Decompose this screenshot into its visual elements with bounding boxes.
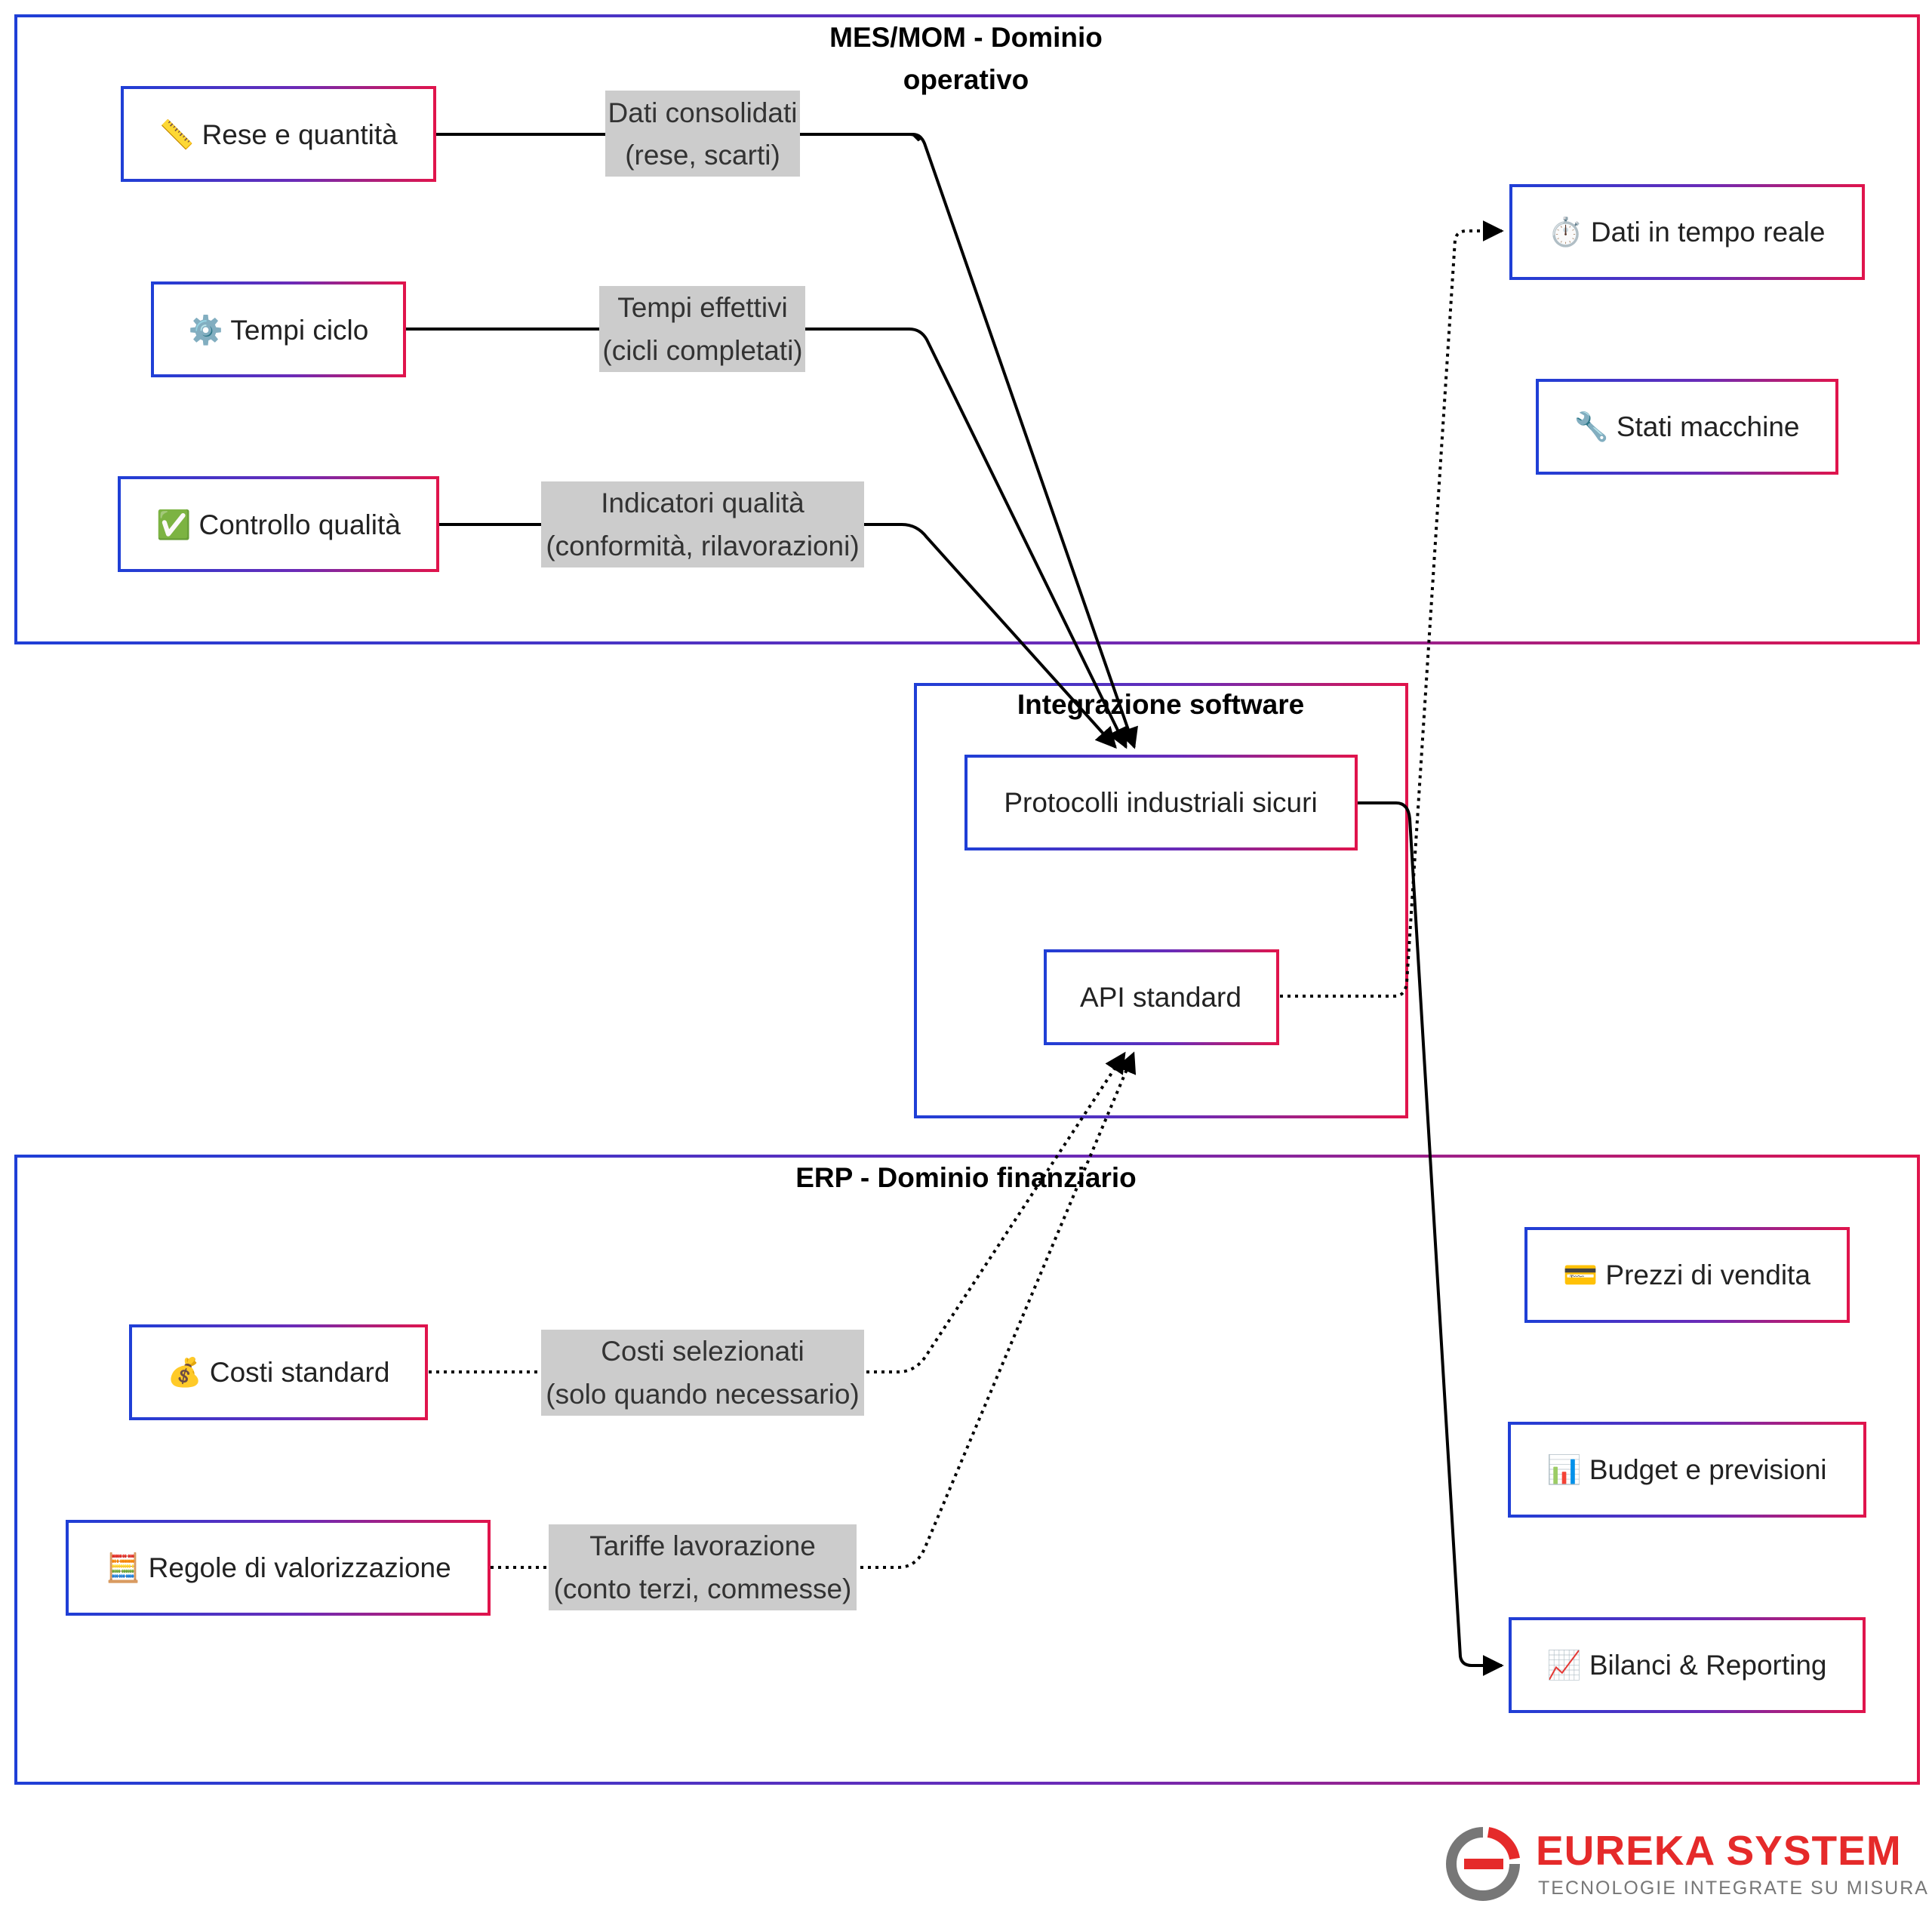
node-costi-standard[interactable]: 💰 Costi standard <box>129 1324 428 1420</box>
svg-text:(rese, scarti): (rese, scarti) <box>625 140 780 171</box>
edge-regole-api <box>491 1051 1137 1569</box>
svg-text:(solo quando necessario): (solo quando necessario) <box>546 1379 859 1410</box>
svg-text:💰 Costi standard: 💰 Costi standard <box>168 1356 390 1389</box>
group-integration-title: Integrazione software <box>1017 689 1304 720</box>
edge-costi-api <box>429 1051 1126 1373</box>
svg-text:⏱️ Dati in tempo reale: ⏱️ Dati in tempo reale <box>1549 216 1826 248</box>
group-erp <box>14 1155 1920 1785</box>
svg-text:Protocolli industriali sicuri: Protocolli industriali sicuri <box>1004 787 1317 818</box>
node-stati-macchine[interactable]: 🔧 Stati macchine <box>1536 379 1838 475</box>
group-integration <box>914 683 1408 1118</box>
edge-protocolli-bilanci <box>1358 801 1504 1676</box>
group-erp-title: ERP - Dominio finanziario <box>795 1162 1137 1193</box>
eureka-logo-mark-icon <box>1446 1827 1520 1901</box>
edge-label-tariffe: Tariffe lavorazione (conto terzi, commes… <box>549 1524 857 1610</box>
svg-text:🔧 Stati macchine: 🔧 Stati macchine <box>1574 410 1799 443</box>
edge-tempi-protocolli <box>405 328 1128 749</box>
group-mes-title-2: operativo <box>903 64 1029 95</box>
svg-text:(conformità, rilavorazioni): (conformità, rilavorazioni) <box>546 531 859 561</box>
edge-label-costi-selezionati: Costi selezionati (solo quando necessari… <box>541 1330 864 1416</box>
edge-qualita-protocolli <box>438 523 1117 749</box>
node-controllo-qualita[interactable]: ✅ Controllo qualità <box>118 476 439 572</box>
eureka-logo: EUREKA SYSTEM TECNOLOGIE INTEGRATE SU MI… <box>1441 1826 1927 1902</box>
svg-text:💳 Prezzi di vendita: 💳 Prezzi di vendita <box>1563 1259 1810 1290</box>
svg-text:Dati consolidati: Dati consolidati <box>608 97 798 128</box>
node-tempi-ciclo[interactable]: ⚙️ Tempi ciclo <box>151 281 406 377</box>
svg-text:Costi selezionati: Costi selezionati <box>601 1336 804 1367</box>
node-budget-previsioni[interactable]: 📊 Budget e previsioni <box>1508 1422 1866 1518</box>
node-prezzi-vendita[interactable]: 💳 Prezzi di vendita <box>1524 1227 1850 1323</box>
svg-text:Tempi effettivi: Tempi effettivi <box>617 292 788 323</box>
node-protocolli[interactable]: Protocolli industriali sicuri <box>964 755 1358 850</box>
svg-text:🧮 Regole di valorizzazione: 🧮 Regole di valorizzazione <box>106 1552 451 1584</box>
eureka-logo-subtitle: TECNOLOGIE INTEGRATE SU MISURA <box>1538 1878 1929 1899</box>
edge-label-dati-consolidati: Dati consolidati (rese, scarti) <box>605 91 800 177</box>
node-rese-quantita[interactable]: 📏 Rese e quantità <box>121 86 436 182</box>
svg-text:✅ Controllo qualità: ✅ Controllo qualità <box>156 509 401 541</box>
svg-text:📈 Bilanci & Reporting: 📈 Bilanci & Reporting <box>1546 1649 1826 1681</box>
node-bilanci-reporting[interactable]: 📈 Bilanci & Reporting <box>1509 1617 1866 1713</box>
edge-label-indicatori: Indicatori qualità (conformità, rilavora… <box>541 481 864 567</box>
svg-text:Indicatori qualità: Indicatori qualità <box>601 487 804 518</box>
svg-text:📊 Budget e previsioni: 📊 Budget e previsioni <box>1546 1453 1826 1486</box>
group-mes-title-1: MES/MOM - Dominio <box>829 22 1103 53</box>
svg-text:(cicli completati): (cicli completati) <box>602 335 802 366</box>
edge-api-datireale <box>1280 220 1504 998</box>
eureka-logo-title: EUREKA SYSTEM <box>1536 1827 1902 1874</box>
svg-text:📏 Rese e quantità: 📏 Rese e quantità <box>159 118 398 151</box>
edge-label-tempi-effettivi: Tempi effettivi (cicli completati) <box>599 286 805 372</box>
node-regole-valorizzazione[interactable]: 🧮 Regole di valorizzazione <box>66 1520 491 1616</box>
node-dati-tempo-reale[interactable]: ⏱️ Dati in tempo reale <box>1509 184 1865 280</box>
svg-text:API standard: API standard <box>1080 982 1241 1013</box>
group-mes <box>14 14 1920 644</box>
svg-text:⚙️ Tempi ciclo: ⚙️ Tempi ciclo <box>189 314 369 346</box>
svg-text:(conto terzi, commesse): (conto terzi, commesse) <box>554 1573 852 1604</box>
node-api-standard[interactable]: API standard <box>1044 949 1279 1045</box>
edge-rese-protocolli <box>435 132 1138 749</box>
svg-text:Tariffe lavorazione: Tariffe lavorazione <box>589 1530 816 1561</box>
